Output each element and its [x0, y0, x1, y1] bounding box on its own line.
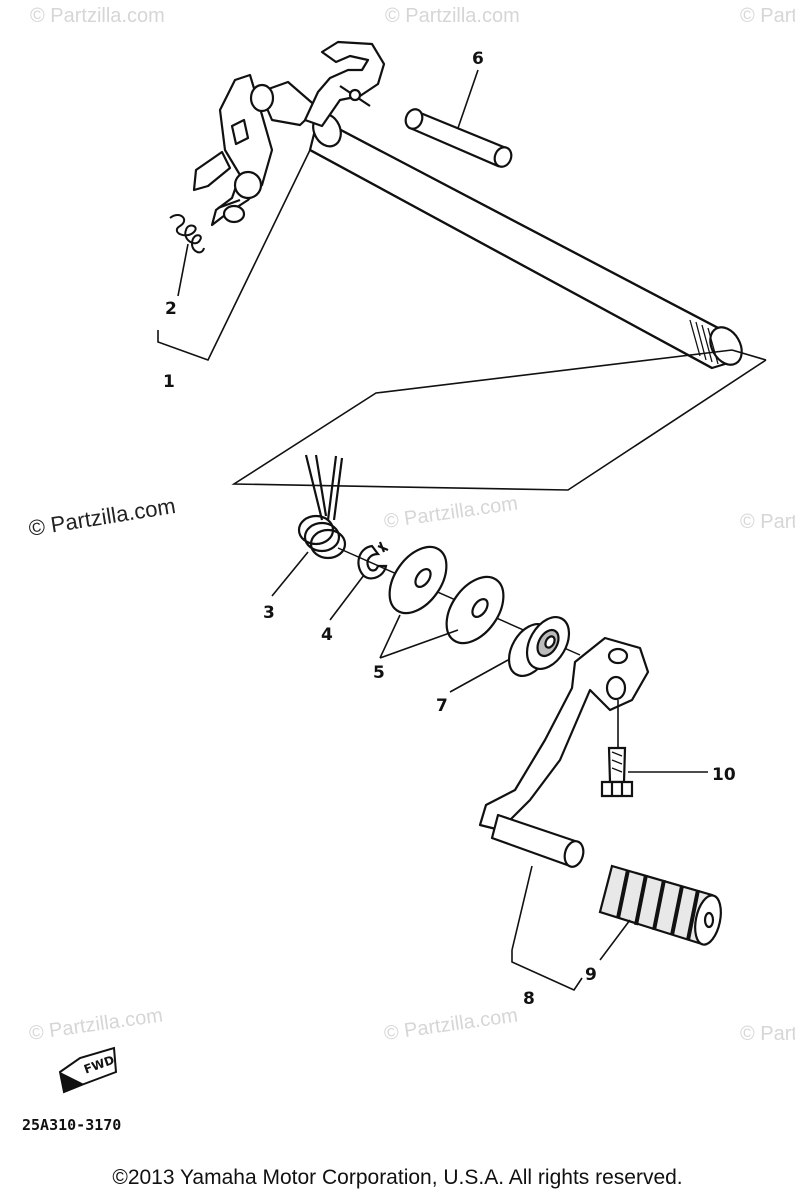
callout-9: 9	[585, 965, 597, 985]
callout-3: 3	[263, 603, 275, 623]
diagram-code: 25A310-3170	[22, 1116, 121, 1134]
spring-2	[169, 214, 205, 254]
circlip-4	[357, 541, 389, 580]
watermark-faint: © Partzilla.com	[28, 1004, 165, 1045]
callout-6: 6	[472, 49, 484, 69]
watermark-faint: © Partzilla.com	[740, 511, 795, 533]
leader-lines	[157, 69, 767, 992]
watermark-faint: © Partzilla.com	[30, 5, 165, 27]
washer-5b	[445, 575, 505, 645]
shift-shaft	[192, 40, 743, 370]
bearing-7	[507, 616, 571, 677]
fwd-arrow-icon: FWD	[58, 1046, 118, 1094]
pedal-rubber-9	[598, 864, 722, 946]
spring-3	[297, 454, 347, 560]
watermark-faint: © Partzilla.com	[383, 1004, 520, 1045]
callout-4: 4	[321, 625, 333, 645]
watermark-faint: © Partzilla.com	[385, 5, 520, 27]
pin-6	[404, 108, 513, 168]
copyright-notice: ©2013 Yamaha Motor Corporation, U.S.A. A…	[112, 1166, 683, 1189]
shift-pedal-8	[478, 636, 650, 868]
washer-5a	[388, 545, 448, 615]
watermark-main: © Partzilla.com	[27, 493, 177, 541]
callout-10: 10	[712, 765, 736, 785]
bolt-10	[600, 746, 634, 798]
callout-5: 5	[373, 663, 385, 683]
callout-1: 1	[163, 372, 175, 392]
callout-labels: 1 2 3 4 5 6 7 8 9 10	[163, 49, 736, 1009]
callout-8: 8	[523, 989, 535, 1009]
callout-7: 7	[436, 696, 448, 716]
watermark-faint: © Partzilla.com	[740, 5, 795, 27]
callout-2: 2	[165, 299, 177, 319]
watermark-faint: © Partzilla.com	[740, 1023, 795, 1045]
watermark-faint: © Partzilla.com	[383, 492, 520, 533]
